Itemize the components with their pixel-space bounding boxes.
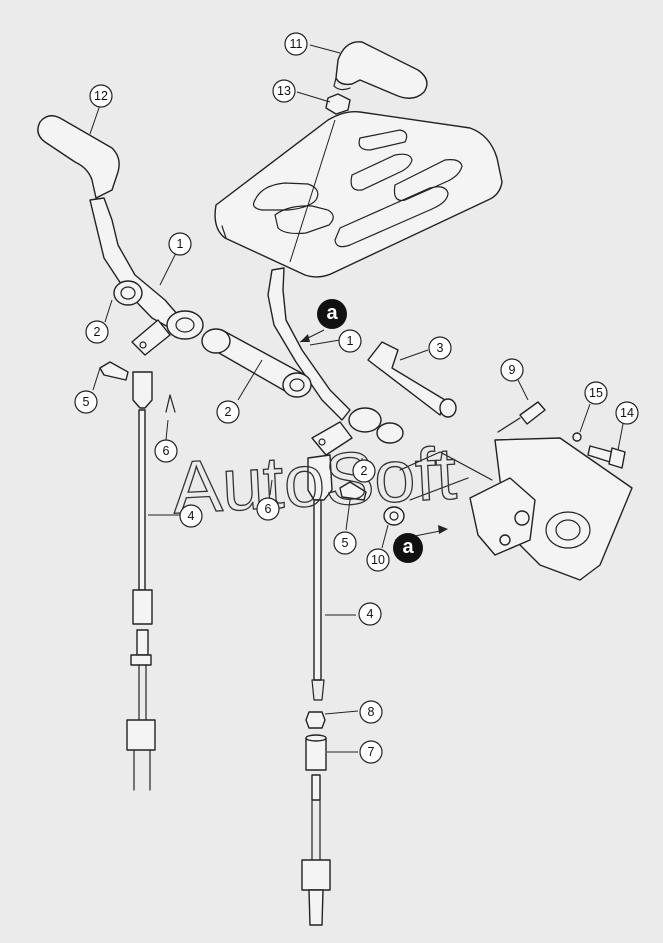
shift-lever-1 [267, 267, 404, 456]
callout-4: 4 [358, 602, 382, 626]
callout-circle [366, 548, 390, 572]
view-marker-circle [393, 533, 423, 563]
bushing-2-left [113, 280, 143, 306]
callout-circle [352, 459, 376, 483]
callout-circle [358, 602, 382, 626]
callout-10: 10 [366, 548, 390, 572]
callout-number: 1 [347, 334, 354, 348]
callout-number: 5 [342, 536, 349, 550]
callout-12: 12 [89, 84, 113, 108]
bolt-14 [587, 445, 626, 469]
callout-circle [74, 390, 98, 414]
callout-number: 15 [589, 386, 603, 400]
view-marker-a: a [317, 299, 347, 329]
nut-10 [383, 506, 405, 526]
transmission-bracket [399, 437, 633, 581]
callout-number: 5 [83, 395, 90, 409]
callout-2: 2 [216, 400, 240, 424]
watermark-text: AutoSoft [171, 431, 459, 529]
callout-number: 14 [620, 406, 634, 420]
callout-circle [168, 232, 192, 256]
callout-2: 2 [352, 459, 376, 483]
callout-number: 12 [94, 89, 108, 103]
callout-number: 3 [437, 341, 444, 355]
washer-15 [572, 432, 582, 442]
view-marker-circle [317, 299, 347, 329]
callout-number: 8 [368, 705, 375, 719]
callout-circle [85, 320, 109, 344]
callout-1: 1 [168, 232, 192, 256]
callout-number: 11 [290, 37, 303, 51]
callout-number: 6 [163, 444, 170, 458]
leader-lines [89, 44, 624, 753]
bolt-5-center [339, 481, 367, 501]
callout-circle [179, 504, 203, 528]
callout-circle [338, 329, 362, 353]
callout-2: 2 [85, 320, 109, 344]
callout-number: 4 [367, 607, 374, 621]
callout-number: 2 [225, 405, 232, 419]
callout-number: 9 [509, 363, 516, 377]
view-marker-label: a [326, 302, 338, 324]
callout-number: 10 [371, 553, 385, 567]
callout-circle [333, 531, 357, 555]
rod-4-center [307, 454, 333, 701]
callout-3: 3 [428, 336, 452, 360]
callout-5: 5 [74, 390, 98, 414]
pin-6-left [165, 394, 176, 413]
rod-4-left [126, 371, 156, 791]
callout-1: 1 [338, 329, 362, 353]
callout-circle [154, 439, 178, 463]
shift-lever-12 [37, 115, 204, 356]
view-marker-a: a [393, 533, 423, 563]
callout-6: 6 [154, 439, 178, 463]
rod-3 [367, 341, 457, 418]
cable-center [301, 774, 331, 926]
callout-circle [584, 381, 608, 405]
callout-number: 6 [265, 502, 272, 516]
callout-circle [359, 700, 383, 724]
callout-number: 7 [368, 745, 375, 759]
callout-13: 13 [272, 79, 296, 103]
bolt-9 [497, 401, 546, 433]
knob-11 [333, 41, 428, 99]
callout-11: 11 [284, 32, 308, 56]
view-marker-group: aa [317, 299, 423, 563]
view-marker-label: a [402, 536, 414, 558]
callout-circle [428, 336, 452, 360]
callout-4: 4 [179, 504, 203, 528]
nut-8 [305, 711, 326, 729]
callout-6: 6 [256, 497, 280, 521]
callout-number: 1 [177, 237, 184, 251]
callout-9: 9 [500, 358, 524, 382]
callout-7: 7 [359, 740, 383, 764]
callout-8: 8 [359, 700, 383, 724]
callout-5: 5 [333, 531, 357, 555]
adjuster-7 [305, 734, 327, 771]
callout-circle [284, 32, 308, 56]
callout-number: 2 [361, 464, 368, 478]
callout-circle [272, 79, 296, 103]
nut-13 [325, 93, 351, 115]
callout-15: 15 [584, 381, 608, 405]
callout-number: 13 [277, 84, 291, 98]
callout-number: 4 [188, 509, 195, 523]
callout-circle [216, 400, 240, 424]
callout-circle [89, 84, 113, 108]
callout-number: 2 [94, 325, 101, 339]
callout-circle [615, 401, 639, 425]
bolt-5-left [99, 361, 129, 381]
bushing-2-shaft [201, 328, 312, 398]
callout-circle [359, 740, 383, 764]
callout-circle [256, 497, 280, 521]
shift-gate-cover [214, 110, 503, 278]
callout-circle [500, 358, 524, 382]
callout-14: 14 [615, 401, 639, 425]
